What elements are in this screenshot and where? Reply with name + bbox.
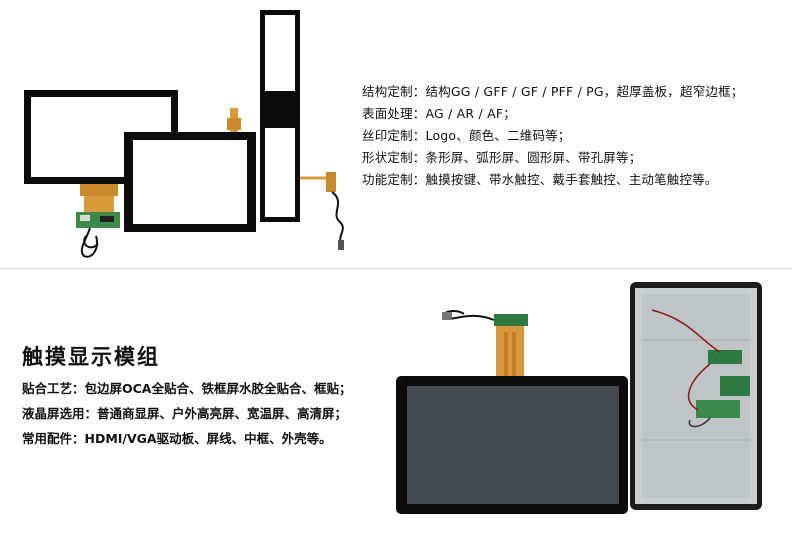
spec-item: 表面处理：AG / AR / AF； (362, 106, 516, 121)
touch-panels-image (24, 10, 344, 258)
section-title: 触摸显示模组 (22, 345, 160, 369)
spec-item: 结构定制：结构GG / GFF / GF / PFF / PG，超厚盖板，超窄边… (362, 84, 744, 99)
spec-item: 形状定制：条形屏、弧形屏、圆形屏、带孔屏等； (362, 150, 642, 165)
spec-item: 功能定制：触摸按键、带水触控、戴手套触控、主动笔触控等。 (362, 172, 718, 187)
display-module-image (396, 282, 762, 514)
feature-item: 液晶屏选用：普通商显屏、户外高亮屏、宽温屏、高清屏； (22, 406, 348, 421)
feature-item: 常用配件：HDMI/VGA驱动板、屏线、中框、外壳等。 (22, 431, 332, 446)
feature-item: 贴合工艺：包边屏OCA全贴合、铁框屏水胶全贴合、框贴； (22, 381, 352, 396)
spec-item: 丝印定制：Logo、颜色、二维码等； (362, 128, 571, 143)
spec-list: 结构定制：结构GG / GFF / GF / PFF / PG，超厚盖板，超窄边… (362, 81, 744, 191)
feature-list: 贴合工艺：包边屏OCA全贴合、铁框屏水胶全贴合、框贴； 液晶屏选用：普通商显屏、… (22, 376, 351, 451)
section-divider (0, 268, 792, 269)
